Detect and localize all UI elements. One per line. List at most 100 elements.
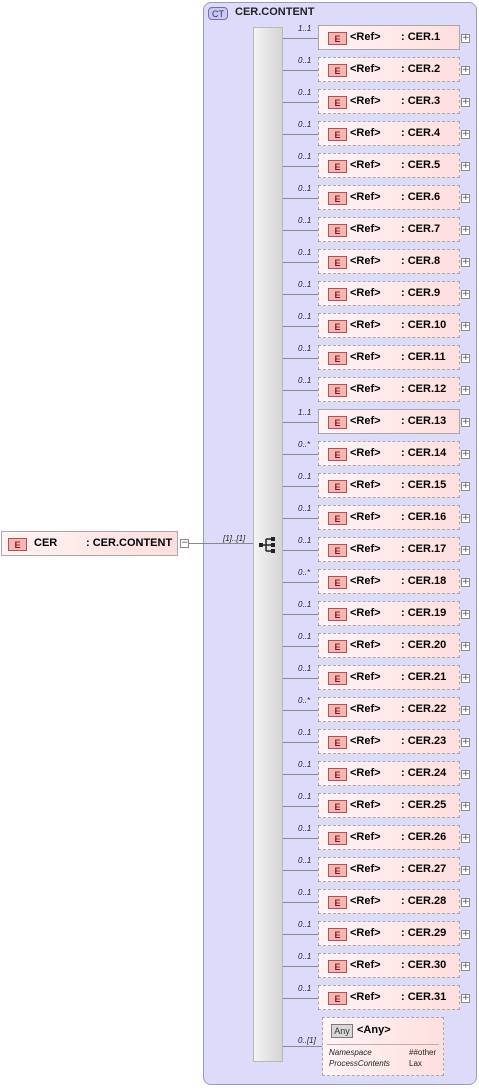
- element-badge: E: [328, 256, 347, 269]
- any-namespace-value: ##other: [409, 1048, 437, 1057]
- child-element[interactable]: E<Ref>: CER.24: [318, 761, 460, 786]
- element-badge: E: [328, 736, 347, 749]
- child-element[interactable]: E<Ref>: CER.21: [318, 665, 460, 690]
- expand-icon[interactable]: +: [461, 65, 470, 75]
- root-element[interactable]: E CER : CER.CONTENT: [1, 531, 178, 556]
- sequence-icon[interactable]: [259, 536, 277, 554]
- expand-icon[interactable]: +: [461, 929, 470, 939]
- child-type: : CER.3: [401, 95, 441, 107]
- expand-icon[interactable]: +: [461, 449, 470, 459]
- child-ref: <Ref>: [350, 511, 381, 523]
- child-element[interactable]: E<Ref>: CER.15: [318, 473, 460, 498]
- child-multiplicity: 0..*: [298, 440, 311, 449]
- child-element[interactable]: E<Ref>: CER.29: [318, 921, 460, 946]
- child-connector: [283, 390, 318, 391]
- child-element[interactable]: E<Ref>: CER.28: [318, 889, 460, 914]
- child-element[interactable]: E<Ref>: CER.6: [318, 185, 460, 210]
- child-multiplicity: 0..1: [298, 856, 312, 865]
- expand-icon[interactable]: +: [461, 865, 470, 875]
- child-element[interactable]: E<Ref>: CER.16: [318, 505, 460, 530]
- child-connector: [283, 262, 318, 263]
- child-element[interactable]: E<Ref>: CER.2: [318, 57, 460, 82]
- element-badge: E: [328, 800, 347, 813]
- expand-icon[interactable]: +: [461, 609, 470, 619]
- child-element[interactable]: E<Ref>: CER.14: [318, 441, 460, 466]
- element-badge: E: [328, 32, 347, 45]
- child-connector: [283, 326, 318, 327]
- child-element[interactable]: E<Ref>: CER.1: [318, 25, 460, 50]
- element-badge: E: [328, 704, 347, 717]
- expand-icon[interactable]: +: [461, 993, 470, 1003]
- child-element[interactable]: E<Ref>: CER.9: [318, 281, 460, 306]
- child-element[interactable]: E<Ref>: CER.30: [318, 953, 460, 978]
- expand-icon[interactable]: +: [461, 257, 470, 267]
- child-element[interactable]: E<Ref>: CER.4: [318, 121, 460, 146]
- child-element[interactable]: E<Ref>: CER.7: [318, 217, 460, 242]
- child-connector: [283, 70, 318, 71]
- child-ref: <Ref>: [350, 415, 381, 427]
- expand-icon[interactable]: +: [461, 481, 470, 491]
- child-element[interactable]: E<Ref>: CER.12: [318, 377, 460, 402]
- child-element[interactable]: E<Ref>: CER.23: [318, 729, 460, 754]
- child-element[interactable]: E<Ref>: CER.5: [318, 153, 460, 178]
- child-multiplicity: 0..1: [298, 504, 312, 513]
- child-type: : CER.15: [401, 479, 447, 491]
- child-element[interactable]: E<Ref>: CER.18: [318, 569, 460, 594]
- child-type: : CER.7: [401, 223, 441, 235]
- expand-icon[interactable]: +: [461, 353, 470, 363]
- child-connector: [283, 902, 318, 903]
- child-multiplicity: 1..1: [298, 24, 312, 33]
- child-multiplicity: 0..1: [298, 120, 312, 129]
- child-element[interactable]: E<Ref>: CER.10: [318, 313, 460, 338]
- expand-icon[interactable]: +: [461, 897, 470, 907]
- child-element[interactable]: E<Ref>: CER.27: [318, 857, 460, 882]
- expand-icon[interactable]: +: [461, 385, 470, 395]
- any-wildcard[interactable]: Any <Any> Namespace ##other ProcessConte…: [322, 1017, 444, 1076]
- child-multiplicity: 0..*: [298, 568, 311, 577]
- child-element[interactable]: E<Ref>: CER.8: [318, 249, 460, 274]
- child-element[interactable]: E<Ref>: CER.25: [318, 793, 460, 818]
- expand-icon[interactable]: +: [461, 161, 470, 171]
- expand-icon[interactable]: +: [461, 641, 470, 651]
- child-element[interactable]: E<Ref>: CER.3: [318, 89, 460, 114]
- child-element[interactable]: E<Ref>: CER.13: [318, 409, 460, 434]
- expand-icon[interactable]: +: [461, 33, 470, 43]
- expand-icon[interactable]: +: [461, 193, 470, 203]
- child-element[interactable]: E<Ref>: CER.17: [318, 537, 460, 562]
- child-element[interactable]: E<Ref>: CER.22: [318, 697, 460, 722]
- expand-icon[interactable]: +: [461, 705, 470, 715]
- expand-icon[interactable]: +: [461, 577, 470, 587]
- any-process-label: ProcessContents: [329, 1059, 390, 1068]
- expand-icon[interactable]: +: [461, 289, 470, 299]
- child-type: : CER.19: [401, 607, 447, 619]
- expand-icon[interactable]: +: [461, 417, 470, 427]
- child-element[interactable]: E<Ref>: CER.19: [318, 601, 460, 626]
- child-connector: [283, 934, 318, 935]
- child-element[interactable]: E<Ref>: CER.26: [318, 825, 460, 850]
- child-element[interactable]: E<Ref>: CER.31: [318, 985, 460, 1010]
- root-connector: [189, 543, 253, 544]
- child-type: : CER.27: [401, 863, 447, 875]
- element-badge: E: [328, 832, 347, 845]
- expand-icon[interactable]: +: [461, 321, 470, 331]
- expand-icon[interactable]: +: [461, 129, 470, 139]
- expand-icon[interactable]: +: [461, 737, 470, 747]
- expand-icon[interactable]: +: [461, 833, 470, 843]
- child-element[interactable]: E<Ref>: CER.20: [318, 633, 460, 658]
- child-ref: <Ref>: [350, 735, 381, 747]
- expand-icon[interactable]: +: [461, 97, 470, 107]
- expand-icon[interactable]: +: [461, 673, 470, 683]
- element-badge: E: [328, 768, 347, 781]
- child-ref: <Ref>: [350, 895, 381, 907]
- child-element[interactable]: E<Ref>: CER.11: [318, 345, 460, 370]
- expand-icon[interactable]: +: [461, 801, 470, 811]
- child-type: : CER.20: [401, 639, 447, 651]
- expand-icon[interactable]: +: [461, 961, 470, 971]
- child-connector: [283, 294, 318, 295]
- expand-icon[interactable]: +: [461, 513, 470, 523]
- expand-icon[interactable]: +: [461, 769, 470, 779]
- expand-icon[interactable]: +: [461, 225, 470, 235]
- child-type: : CER.13: [401, 415, 447, 427]
- root-collapse-icon[interactable]: −: [180, 538, 189, 548]
- expand-icon[interactable]: +: [461, 545, 470, 555]
